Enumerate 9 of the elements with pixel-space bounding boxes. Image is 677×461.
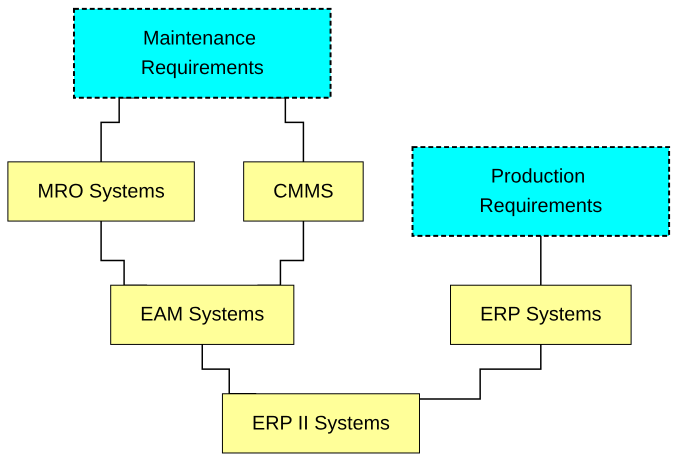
node-box: MRO Systems (7, 160, 195, 222)
connector (419, 343, 542, 400)
node-box: CMMS (243, 160, 364, 222)
node-box: Production Requirements (412, 146, 670, 236)
node-box: ERP Systems (450, 284, 632, 344)
node-box: Maintenance Requirements (72, 7, 332, 98)
connector (540, 234, 542, 286)
node-box: ERP II Systems (222, 392, 420, 454)
node-box: EAM Systems (110, 284, 294, 344)
